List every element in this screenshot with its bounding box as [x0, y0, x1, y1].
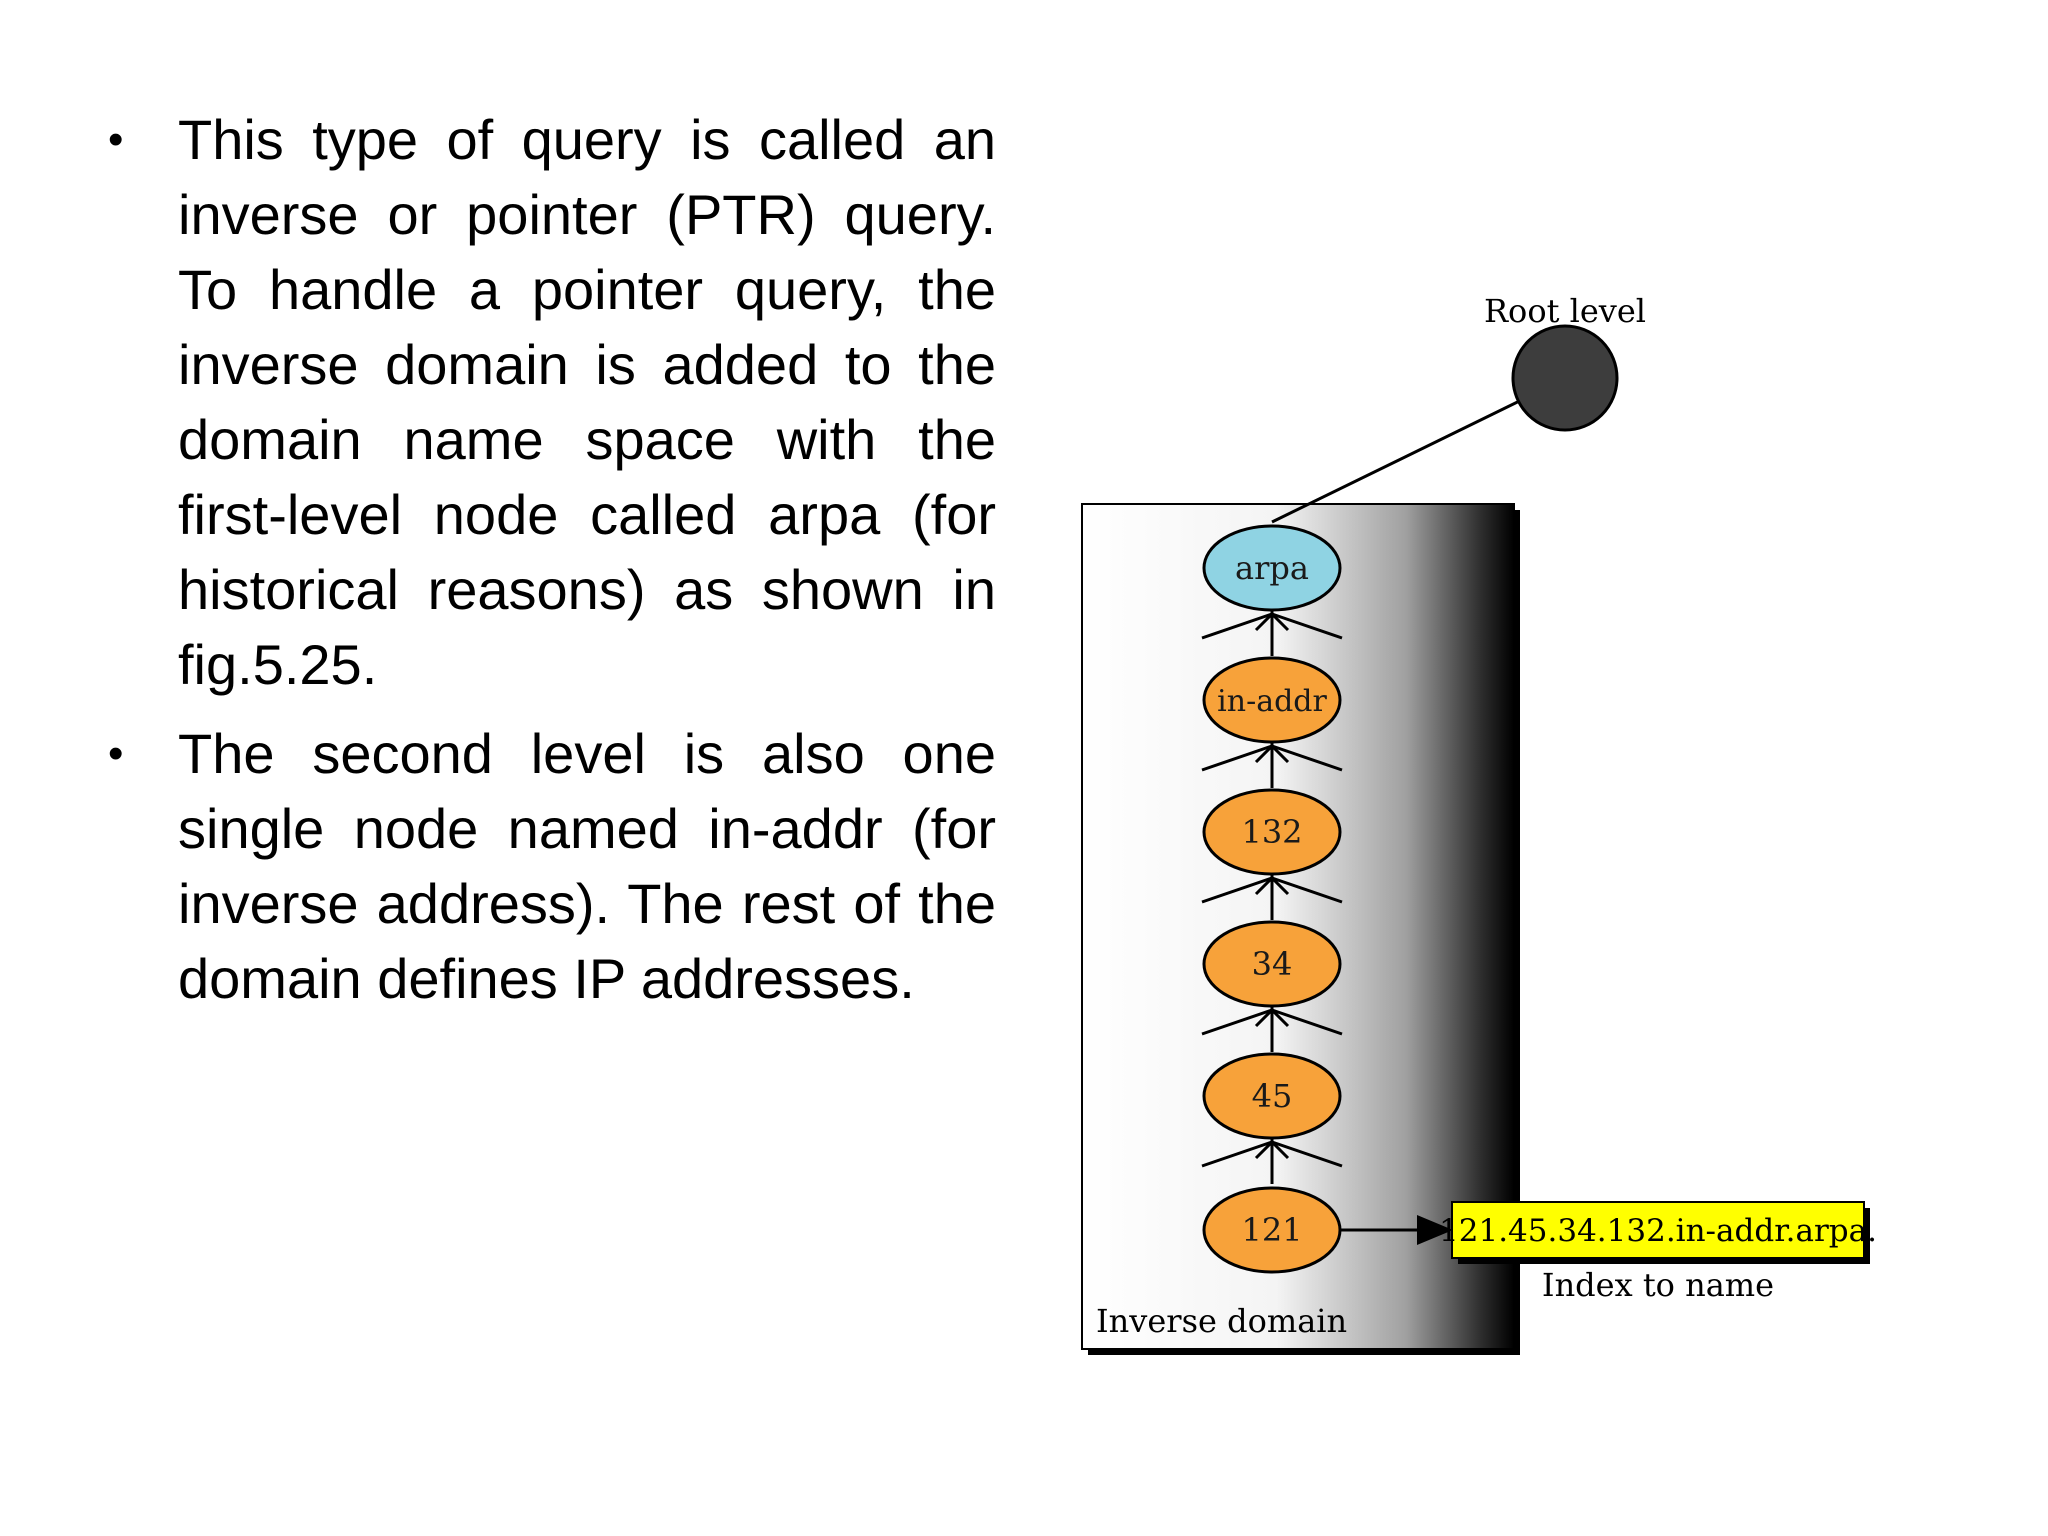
root-node [1511, 324, 1619, 432]
node-45-label: 45 [1252, 1077, 1293, 1115]
bullet-item: • This type of query is called an invers… [108, 102, 996, 702]
index-to-name-label: Index to name [1542, 1266, 1774, 1304]
node-45 [1202, 1052, 1342, 1140]
node-in-addr [1202, 656, 1342, 744]
node-121-label: 121 [1241, 1211, 1302, 1249]
bullet-text: The second level is also one single node… [178, 722, 996, 1010]
inverse-domain-label: Inverse domain [1096, 1302, 1347, 1340]
inverse-domain-diagram: Inverse domain Root level [1070, 280, 1900, 1370]
node-arpa-label: arpa [1235, 549, 1309, 587]
bullet-list: • This type of query is called an invers… [108, 102, 996, 1030]
bullet-dot-icon: • [108, 115, 124, 164]
bullet-dot-icon: • [108, 729, 124, 778]
node-in-addr-label: in-addr [1217, 684, 1327, 719]
node-34 [1202, 920, 1342, 1008]
node-34-label: 34 [1252, 945, 1293, 983]
diagram-svg: Inverse domain Root level [1081, 292, 1877, 1355]
connector-5 [1201, 1132, 1343, 1184]
node-arpa [1202, 524, 1342, 612]
connector-1 [1201, 604, 1343, 656]
bullet-text: This type of query is called an inverse … [178, 108, 996, 696]
connector-2 [1201, 736, 1343, 788]
node-132-label: 132 [1241, 813, 1302, 851]
bullet-item: • The second level is also one single no… [108, 716, 996, 1016]
connector-3 [1201, 868, 1343, 920]
result-label: 121.45.34.132.in-addr.arpa. [1439, 1213, 1877, 1249]
node-132 [1202, 788, 1342, 876]
root-to-arpa-line [1271, 390, 1539, 524]
root-level-label: Root level [1484, 292, 1646, 330]
connector-4 [1201, 1000, 1343, 1052]
result-box [1451, 1201, 1865, 1259]
